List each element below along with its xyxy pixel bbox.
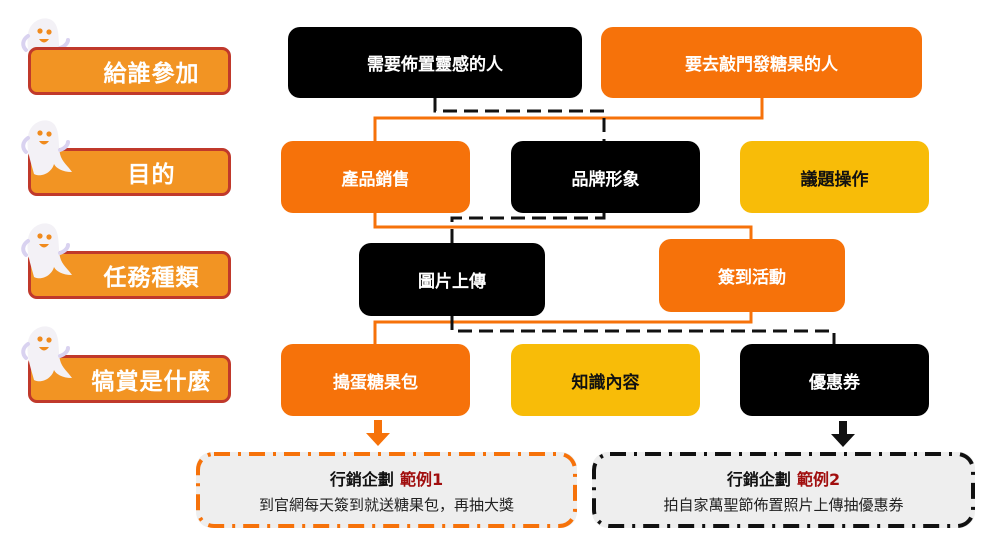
orange-arrow-icon <box>366 420 390 446</box>
example-border <box>196 452 577 528</box>
node-task-check-in: 簽到活動 <box>659 239 845 312</box>
example-card-2: 行銷企劃範例2 拍自家萬聖節佈置照片上傳抽優惠券 <box>592 452 975 528</box>
black-path-task-to-reward <box>450 316 836 344</box>
example-border <box>592 452 975 528</box>
node-reward-candy-pack: 搗蛋糖果包 <box>281 344 470 416</box>
node-audience-trick-or-treaters: 要去敲門發糖果的人 <box>601 27 922 98</box>
example-description: 到官網每天簽到就送糖果包，再抽大獎 <box>258 495 514 514</box>
node-reward-coupon: 優惠券 <box>740 344 929 416</box>
row-label-tag: 任務種類 <box>28 251 231 299</box>
ghost-icon <box>21 223 72 279</box>
example-tag: 範例2 <box>796 469 841 489</box>
black-arrow-icon <box>831 421 855 447</box>
example-card-1: 行銷企劃範例1 到官網每天簽到就送糖果包，再抽大獎 <box>196 452 577 528</box>
row-label-tag: 目的 <box>28 148 231 196</box>
example-description: 拍自家萬聖節佈置照片上傳抽優惠券 <box>663 495 904 514</box>
node-purpose-issue-marketing: 議題操作 <box>740 141 929 213</box>
orange-path-audience-to-purpose <box>373 98 764 141</box>
node-reward-knowledge: 知識內容 <box>511 344 700 416</box>
row-label-tag: 給誰參加 <box>28 47 231 95</box>
black-path-audience-to-purpose <box>433 98 606 141</box>
example-title-text: 行銷企劃 <box>726 469 791 489</box>
orange-path-purpose-to-task <box>373 213 753 239</box>
node-task-photo-upload: 圖片上傳 <box>359 243 545 316</box>
example-title-text: 行銷企劃 <box>329 469 394 489</box>
node-purpose-product-sales: 產品銷售 <box>281 141 470 213</box>
example-title: 行銷企劃範例1 <box>330 466 443 490</box>
ghost-icon <box>21 326 72 382</box>
node-purpose-brand-image: 品牌形象 <box>511 141 700 213</box>
example-tag: 範例1 <box>399 469 444 489</box>
orange-path-task-to-reward <box>373 312 753 344</box>
black-path-purpose-to-task <box>450 213 606 243</box>
row-label-tag: 犒賞是什麼 <box>28 355 231 403</box>
node-audience-decor-seekers: 需要佈置靈感的人 <box>288 27 582 98</box>
ghost-icon <box>21 120 72 176</box>
example-title: 行銷企劃範例2 <box>727 466 840 490</box>
